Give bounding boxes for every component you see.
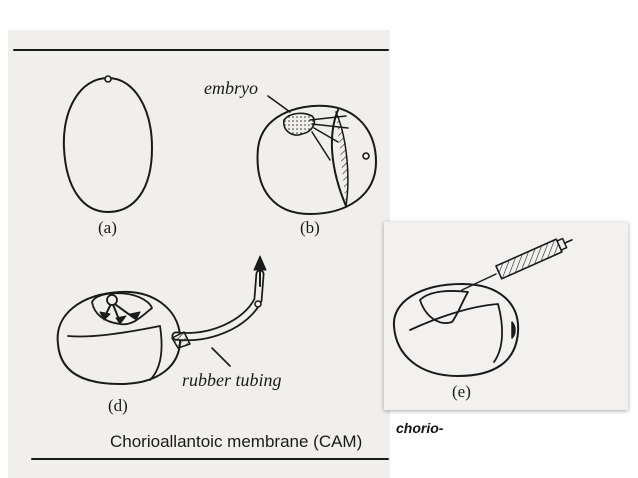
side-caption: chorio- <box>396 420 444 436</box>
egg-d <box>56 255 267 385</box>
annotation-embryo: embryo <box>204 78 258 98</box>
inset-figure-e-panel <box>384 222 628 410</box>
figure-footer: Chorioallantoic membrane (CAM) <box>110 432 363 451</box>
label-a: (a) <box>98 218 117 237</box>
egg-a <box>62 75 153 213</box>
egg-e <box>392 237 573 377</box>
egg-b <box>256 95 377 215</box>
syringe-icon <box>495 237 573 280</box>
label-e: (e) <box>452 382 471 401</box>
label-d: (d) <box>108 396 128 415</box>
label-b: (b) <box>300 218 320 237</box>
annotation-rubber-tubing: rubber tubing <box>182 370 282 390</box>
